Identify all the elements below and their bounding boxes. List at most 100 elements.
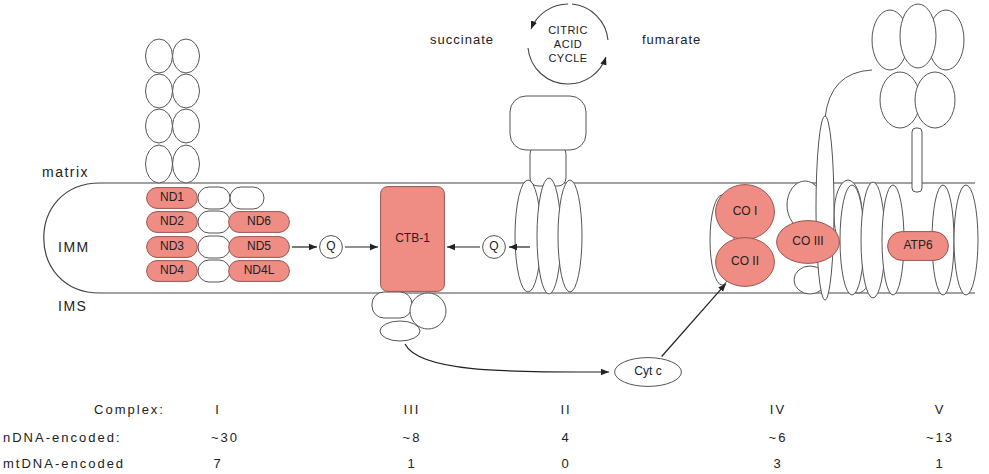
cycle-label: CITRIC ACID CYCLE — [540, 23, 596, 65]
table-cell: 7 — [213, 457, 222, 472]
cytochrome-b-box-outline — [381, 187, 445, 292]
electron-flow-arrow — [447, 246, 480, 247]
complex-five-shape — [861, 182, 885, 298]
complex-one-shape — [198, 236, 230, 258]
subunit-pill: ATP6 — [887, 231, 949, 261]
complex-one-shape — [198, 187, 230, 209]
table-cell: ~30 — [211, 431, 239, 446]
cytochrome-b-box: CTB-1 — [380, 186, 445, 292]
subunit-pill: ND2 — [146, 211, 198, 233]
quinone-circle: Q — [319, 235, 343, 259]
subunit-pill-outline — [229, 261, 290, 282]
complex-four-shape — [710, 180, 872, 294]
table-cell: 3 — [773, 457, 782, 472]
subunit-pill-outline — [229, 212, 290, 233]
complex-one-shape — [146, 145, 173, 183]
complex-three-shape — [372, 292, 446, 341]
complex-two-shape — [537, 178, 561, 294]
table-cell: 1 — [935, 457, 944, 472]
complex-three-shape — [410, 293, 446, 329]
subunit-pill-outline — [147, 261, 198, 282]
subunit-label: ND4L — [244, 264, 275, 278]
subunit-pill: ND5 — [228, 236, 290, 258]
subunit-ellipse: CO I — [715, 184, 775, 240]
complex-one-shape — [146, 74, 173, 108]
complex-one-shape — [173, 74, 200, 108]
complex-five-shape — [915, 72, 955, 128]
electron-flow-arrow — [662, 284, 726, 357]
citric-acid-cycle-arrows — [528, 4, 608, 84]
metabolite-label: succinate — [430, 33, 494, 48]
complex-five-shape — [912, 128, 922, 192]
subunit-label: ND6 — [247, 215, 271, 229]
subunit-ellipse-outline — [777, 221, 840, 264]
compartment-label: IMS — [58, 298, 87, 314]
compartment-label: matrix — [42, 164, 89, 180]
subunit-pill: ND3 — [146, 236, 198, 258]
table-cell: 1 — [407, 457, 416, 472]
subunit-pill-outline — [147, 237, 198, 258]
table-cell: V — [935, 403, 946, 418]
complex-five-shape — [900, 4, 936, 68]
complex-two-shape — [510, 96, 586, 294]
inner-membrane — [100, 292, 975, 293]
metabolite-label: fumarate — [642, 33, 701, 48]
subunit-label: ND2 — [160, 215, 184, 229]
table-cell: IV — [770, 403, 786, 418]
complex-five-shape — [816, 4, 978, 300]
table-header: Complex: — [94, 403, 165, 418]
table-cell: 4 — [561, 431, 570, 446]
complex-five-shape — [825, 70, 872, 118]
table-header: nDNA-encoded: — [3, 431, 122, 446]
table-cell: ~8 — [403, 431, 422, 446]
complex-five-shape — [840, 185, 864, 295]
subunit-label: ND5 — [247, 240, 271, 254]
subunit-pill-outline — [147, 212, 198, 233]
complex-five-shape — [954, 185, 978, 295]
cytochrome-c-path-arrow — [405, 344, 609, 372]
subunit-label: CO II — [731, 255, 759, 269]
table-cell: ~6 — [769, 431, 788, 446]
succinate-to-quinone-arrow — [509, 246, 530, 247]
subunit-pill: ND1 — [146, 187, 198, 209]
subunit-label: CO III — [792, 235, 823, 249]
subunit-label: ATP6 — [903, 239, 932, 253]
compartment-label: IMM — [58, 239, 90, 255]
subunit-label: Q — [489, 240, 498, 254]
complex-five-shape — [880, 72, 920, 128]
complex-two-shape — [510, 96, 586, 150]
cytochrome-c-ellipse: Cyt c — [614, 357, 682, 387]
table-cell: 0 — [561, 457, 570, 472]
complex-five-shape — [816, 116, 834, 300]
complex-one-shape — [173, 39, 200, 73]
electron-flow-arrow — [345, 246, 378, 247]
subunit-label: CO I — [733, 205, 758, 219]
subunit-pill-outline — [888, 232, 949, 261]
cytochrome-c-ellipse-outline — [615, 358, 682, 387]
subunit-pill: ND4L — [228, 260, 290, 282]
complex-one-shape — [146, 109, 173, 143]
subunit-pill-outline — [147, 188, 198, 209]
subunit-ellipse-outline — [716, 185, 775, 240]
subunit-pill: ND4 — [146, 260, 198, 282]
subunit-pill: ND6 — [228, 211, 290, 233]
subunit-ellipse-outline — [716, 238, 775, 287]
subunit-label: ND4 — [160, 264, 184, 278]
complex-two-shape — [558, 180, 582, 292]
inner-membrane — [44, 183, 100, 293]
complex-one-shape — [146, 39, 173, 73]
table-cell: III — [404, 403, 421, 418]
table-header: mtDNA-encoded — [3, 457, 125, 472]
complex-one-shape — [198, 211, 230, 233]
quinone-circle-outline — [483, 236, 506, 259]
subunit-label: ND1 — [160, 191, 184, 205]
subunit-ellipse: CO II — [715, 237, 775, 287]
subunit-label: ND3 — [160, 240, 184, 254]
complex-one-shape — [173, 145, 200, 183]
quinone-circle-outline — [320, 236, 343, 259]
quinone-circle: Q — [482, 235, 506, 259]
subunit-ellipse: CO III — [776, 220, 840, 264]
subunit-label: Cyt c — [634, 365, 661, 379]
table-cell: I — [215, 403, 221, 418]
